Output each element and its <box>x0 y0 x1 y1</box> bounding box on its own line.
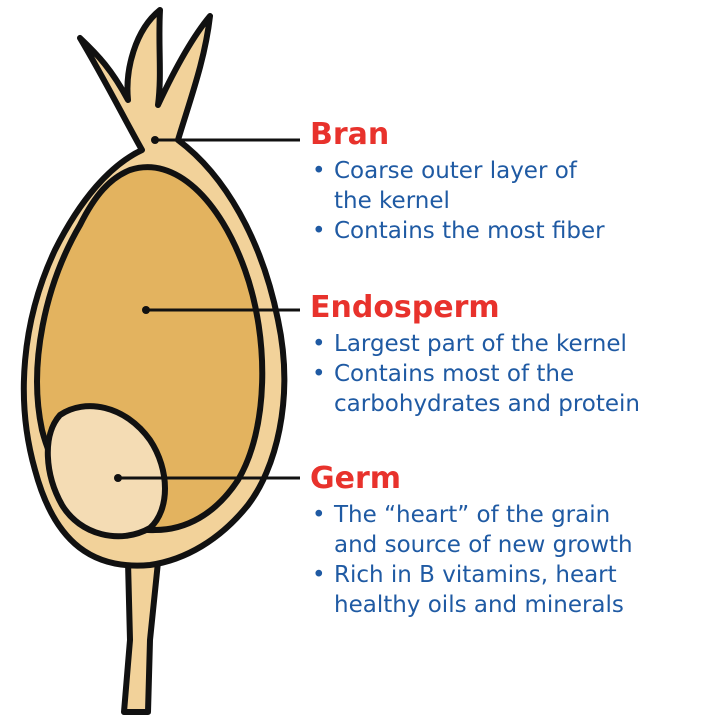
bran-bullets: Coarse outer layer of the kernel Contain… <box>310 156 605 246</box>
germ-title: Germ <box>310 462 633 496</box>
germ-label-block: Germ The “heart” of the grain and source… <box>310 462 633 620</box>
endosperm-pointer-dot <box>142 306 150 314</box>
germ-bullet-2: Rich in B vitamins, heart healthy oils a… <box>310 560 633 620</box>
germ-bullets: The “heart” of the grain and source of n… <box>310 500 633 620</box>
kernel-stem <box>124 562 158 712</box>
endosperm-bullet-1: Largest part of the kernel <box>310 329 640 359</box>
bran-label-block: Bran Coarse outer layer of the kernel Co… <box>310 118 605 246</box>
germ-pointer-dot <box>114 474 122 482</box>
endosperm-bullets: Largest part of the kernel Contains most… <box>310 329 640 419</box>
bran-pointer-dot <box>151 136 159 144</box>
endosperm-bullet-2: Contains most of the carbohydrates and p… <box>310 359 640 419</box>
germ-bullet-1: The “heart” of the grain and source of n… <box>310 500 633 560</box>
bran-bullet-1: Coarse outer layer of the kernel <box>310 156 605 216</box>
endosperm-title: Endosperm <box>310 291 640 325</box>
bran-title: Bran <box>310 118 605 152</box>
endosperm-label-block: Endosperm Largest part of the kernel Con… <box>310 291 640 419</box>
bran-bullet-2: Contains the most fiber <box>310 216 605 246</box>
